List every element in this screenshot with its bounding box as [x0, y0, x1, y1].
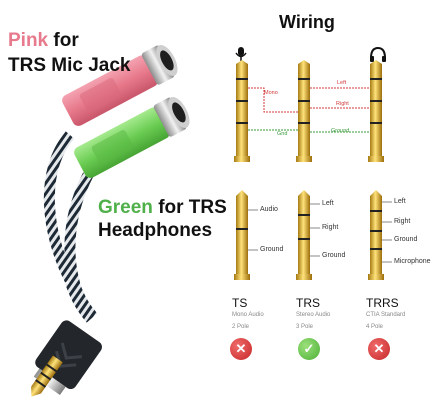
plug-ts: [234, 190, 250, 280]
plug-type-poles: 4 Pole: [366, 324, 384, 330]
plug-trs: [296, 190, 312, 280]
mic-jack-label: TRS Mic Jack: [8, 55, 131, 76]
green-rest: for TRS: [152, 197, 227, 218]
plug-type-desc: CTIA Standard: [366, 312, 406, 318]
plug-top-right: [368, 60, 384, 162]
headphones-icon: [370, 46, 386, 62]
incompatible-x-icon: ✕: [230, 338, 252, 360]
ring-label: Right: [322, 224, 339, 231]
plug-trrs: [368, 190, 384, 280]
pink-label: Pink for: [8, 30, 79, 52]
wire-label-right: Right: [336, 101, 349, 107]
incompatible-x-icon: ✕: [368, 338, 390, 360]
wire-label-left: Left: [337, 80, 347, 86]
pink-rest: for: [48, 30, 79, 51]
plug-type-name: TRRS: [366, 296, 399, 310]
plug-type-desc: Mono Audio: [232, 312, 264, 318]
ring-label: Ground: [394, 236, 418, 243]
wire-label-ground: Ground: [331, 128, 350, 134]
compatible-check-icon: ✓: [298, 338, 320, 360]
plug-top-middle: [296, 60, 312, 162]
green-label: Green for TRS: [98, 197, 227, 219]
plug-type-poles: 3 Pole: [296, 324, 314, 330]
wiring-plugs-top: [234, 60, 384, 162]
microphone-icon: [235, 47, 247, 61]
ring-label: Ground: [322, 252, 346, 259]
green-word: Green: [98, 197, 153, 218]
plug-type-desc: Stereo Audio: [296, 312, 331, 318]
plug-type-name: TS: [232, 296, 248, 310]
plug-type-name: TRS: [296, 296, 320, 310]
pink-word: Pink: [8, 30, 49, 51]
plug-types-illustration: [234, 190, 392, 280]
ring-label: Ground: [260, 246, 284, 253]
splitter-cable-illustration: [31, 44, 190, 397]
wire-label-gnd: Gnd: [277, 131, 288, 137]
plug-type-poles: 2 Pole: [232, 324, 250, 330]
ring-label: Left: [394, 198, 406, 205]
ring-label: Microphone: [394, 258, 431, 265]
ring-label: Left: [322, 200, 334, 207]
headphones-label: Headphones: [98, 220, 213, 241]
wire-label-mono: Mono: [264, 90, 278, 96]
plug-top-left: [234, 60, 250, 162]
ring-label: Right: [394, 218, 411, 225]
wiring-title: Wiring: [279, 12, 335, 32]
ring-label: Audio: [260, 206, 278, 213]
